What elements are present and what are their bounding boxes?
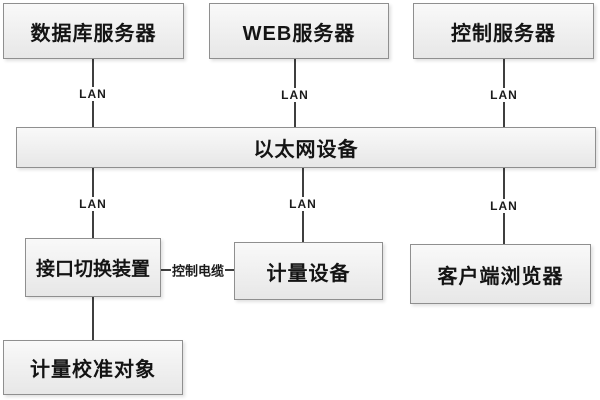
control-cable-label: 控制电缆 — [170, 260, 226, 280]
lan-label-top-left: LAN — [76, 87, 110, 101]
lan-label-bottom-right: LAN — [487, 199, 521, 213]
edge-interface-switch-to-calibration — [92, 297, 94, 340]
node-client-browser: 客户端浏览器 — [410, 244, 591, 304]
lan-label-bottom-middle: LAN — [286, 197, 320, 211]
node-web-server: WEB服务器 — [209, 3, 389, 59]
lan-label-top-right: LAN — [487, 88, 521, 102]
lan-label-top-middle: LAN — [278, 88, 312, 102]
node-ethernet-device: 以太网设备 — [16, 127, 596, 168]
node-database-server: 数据库服务器 — [3, 3, 184, 59]
node-metering-device: 计量设备 — [234, 242, 383, 300]
node-control-server: 控制服务器 — [413, 3, 594, 59]
node-calibration-target: 计量校准对象 — [3, 340, 183, 395]
lan-label-bottom-left: LAN — [76, 197, 110, 211]
node-interface-switch: 接口切换装置 — [25, 238, 161, 297]
